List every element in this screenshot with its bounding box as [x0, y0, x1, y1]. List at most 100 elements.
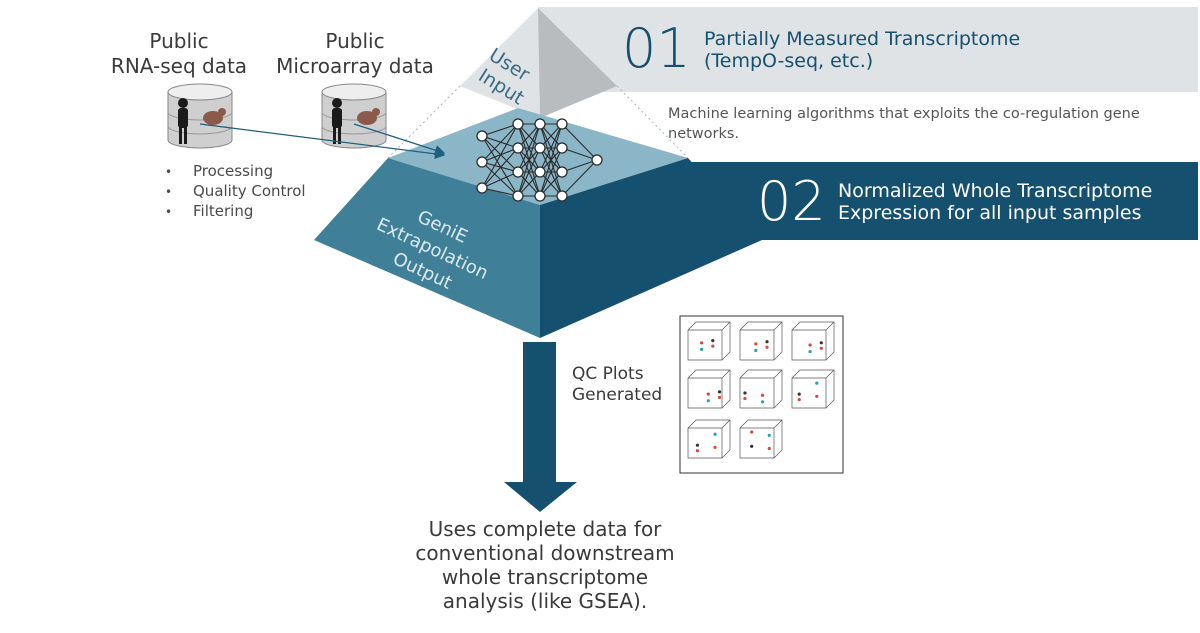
projection-line-left	[387, 85, 461, 159]
projection-line-right	[616, 85, 689, 159]
qc-mini-point	[695, 443, 700, 447]
qc-mini-plot	[687, 419, 731, 459]
qc-mini-point	[713, 432, 717, 436]
qc-mini-point	[695, 449, 700, 453]
network-node	[591, 154, 603, 166]
step1-text: Partially Measured Transcriptome (TempO-…	[704, 28, 1020, 72]
pyramid-tip-right-face	[538, 8, 617, 118]
pyramid-tip-left-face	[460, 8, 540, 118]
qc-mini-point	[819, 341, 823, 345]
human-body-icon	[178, 108, 188, 128]
step2-text-line2: Expression for all input samples	[838, 202, 1142, 224]
qc-mini-point	[711, 339, 715, 343]
downstream-line1: Uses complete data for	[428, 517, 662, 541]
network-edge	[481, 123, 519, 163]
network-node	[512, 190, 524, 202]
network-node	[512, 118, 524, 130]
qc-mini-plot	[739, 369, 783, 409]
downstream-analysis-text: Uses complete data for conventional down…	[385, 517, 705, 613]
qc-mini-point	[797, 392, 801, 396]
source-title-line1: Public	[325, 29, 385, 53]
network-edge	[517, 123, 541, 197]
qc-mini-point	[717, 390, 722, 394]
pyramid-base-right-face	[540, 158, 762, 338]
network-edge	[539, 147, 563, 197]
network-edge	[481, 161, 519, 173]
list-item: Processing	[165, 162, 306, 182]
network-node	[534, 142, 546, 154]
source-title-line2: Microarray data	[276, 54, 434, 78]
network-node	[534, 166, 546, 178]
qc-mini-plot	[739, 419, 783, 459]
step1-text-line1: Partially Measured Transcriptome	[704, 28, 1021, 50]
network-node	[556, 190, 568, 202]
qc-mini-point	[743, 396, 747, 401]
list-item: Filtering	[165, 202, 306, 222]
step1-number: 01	[622, 17, 691, 80]
qc-mini-point	[815, 394, 819, 398]
source-title-line2: RNA-seq data	[110, 54, 248, 78]
qc-mini-plot	[791, 369, 835, 409]
list-item: Quality Control	[165, 182, 306, 202]
qc-mini-point	[815, 381, 819, 385]
qc-mini-point	[754, 342, 758, 346]
qc-label-line1: QC Plots	[572, 364, 644, 384]
network-edge	[481, 187, 519, 197]
user-input-label: User Input	[474, 44, 533, 109]
qc-mini-point	[767, 446, 771, 451]
network-edge	[561, 159, 598, 197]
qc-mini-point	[797, 398, 801, 402]
qc-mini-point	[717, 395, 722, 399]
qc-mini-plot	[687, 321, 731, 361]
source-title-line1: Public	[149, 29, 209, 53]
network-node	[534, 118, 546, 130]
qc-mini-point	[754, 348, 758, 353]
network-node	[476, 130, 488, 142]
network-edge	[561, 147, 598, 161]
arrow-microarray-to-network	[353, 123, 446, 156]
network-node	[512, 166, 524, 178]
network-edge	[481, 135, 519, 197]
rat-icon	[357, 111, 377, 125]
processing-steps-list: Processing Quality Control Filtering	[165, 162, 306, 222]
downstream-line4: analysis (like GSEA).	[442, 589, 648, 613]
step2-text-line1: Normalized Whole Transcriptome	[838, 180, 1153, 202]
database-icon-microarray	[321, 83, 387, 149]
qc-mini-plot	[739, 321, 783, 361]
qc-plots-thumbnail	[679, 315, 844, 474]
rat-icon	[203, 111, 223, 125]
network-edge	[481, 135, 519, 173]
pyramid-base-left-face	[314, 158, 540, 338]
human-head-icon	[332, 98, 342, 108]
qc-mini-point	[765, 345, 769, 349]
network-node	[556, 118, 568, 130]
network-edge	[481, 135, 519, 149]
step2-text: Normalized Whole Transcriptome Expressio…	[838, 180, 1152, 224]
qc-mini-point	[760, 400, 765, 404]
qc-mini-plot	[791, 321, 835, 361]
qc-mini-point	[700, 347, 704, 351]
step1-text-line2: (TempO-seq, etc.)	[704, 50, 874, 72]
downstream-line2: conventional downstream	[415, 541, 675, 565]
human-head-icon	[178, 98, 188, 108]
qc-mini-point	[750, 444, 754, 448]
network-edge	[539, 123, 563, 173]
qc-label-line2: Generated	[572, 385, 663, 405]
network-node	[556, 166, 568, 178]
network-node	[534, 190, 546, 202]
qc-mini-point	[706, 392, 710, 396]
qc-mini-point	[765, 340, 769, 344]
qc-mini-plot	[687, 369, 731, 409]
network-node	[476, 182, 488, 194]
network-edge	[517, 147, 541, 197]
qc-mini-point	[711, 344, 715, 348]
qc-mini-point	[767, 433, 771, 437]
network-edge	[561, 123, 598, 161]
network-edge	[539, 123, 563, 197]
qc-mini-point	[808, 343, 812, 347]
network-node	[476, 156, 488, 168]
qc-label: QC Plots Generated	[572, 364, 662, 406]
qc-mini-point	[743, 391, 747, 395]
down-arrow	[504, 342, 577, 512]
